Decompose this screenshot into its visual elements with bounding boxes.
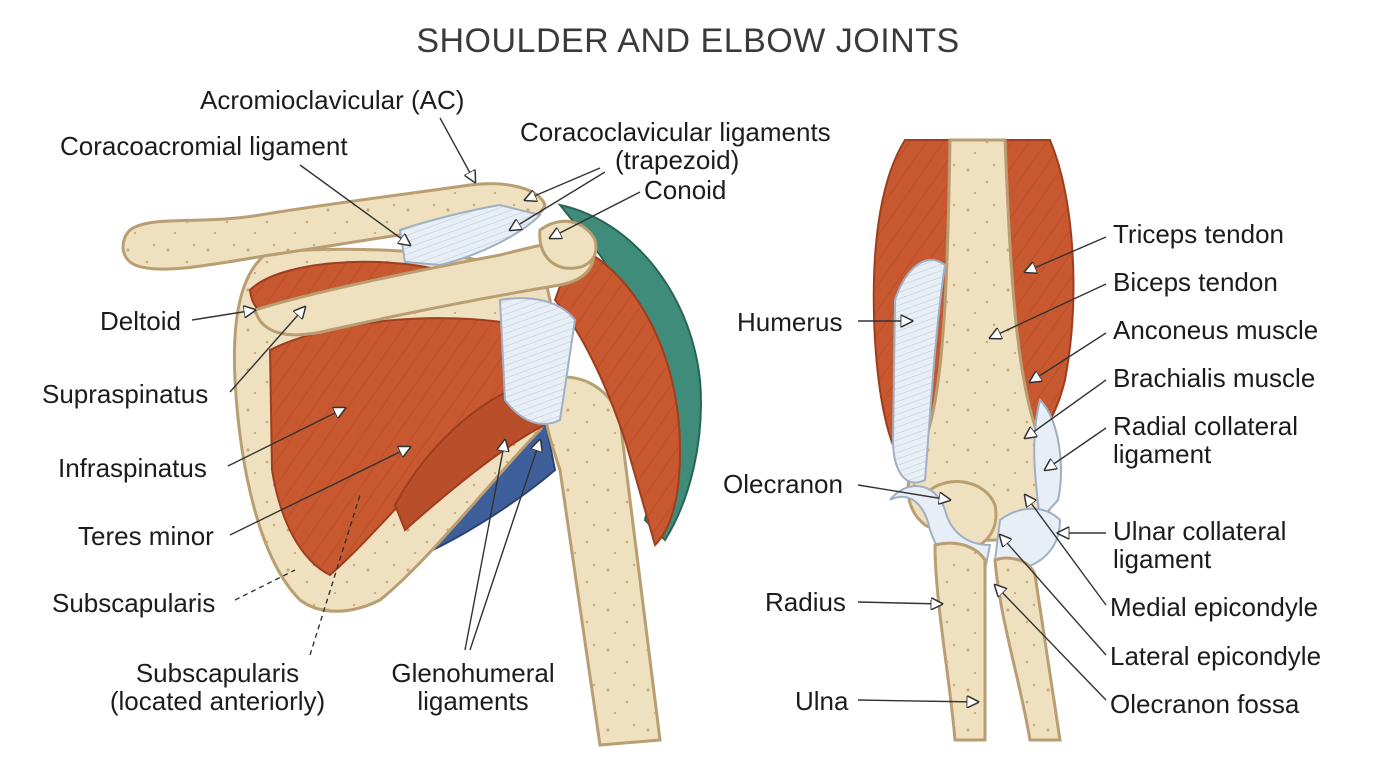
label-radial-collateral-line2: ligament [1113,439,1212,469]
label-infraspinatus: Infraspinatus [58,453,207,483]
label-subscapularis-anterior-line2: (located anteriorly) [109,686,326,716]
label-subscapularis-anterior-line1: Subscapularis [135,658,300,688]
label-coracoclavicular-ligaments: Coracoclavicular ligaments [520,117,831,147]
label-supraspinatus: Supraspinatus [42,379,209,409]
label-coracoacromial-ligament: Coracoacromial ligament [60,131,348,161]
label-medial-epicondyle: Medial epicondyle [1110,592,1319,622]
elbow-leader-lines [857,236,1107,702]
shoulder-illustration [121,182,702,747]
acromion-shape [253,239,595,337]
radial-collateral-shape [1033,398,1062,523]
label-subscapularis: Subscapularis [52,588,216,618]
label-olecranon-fossa: Olecranon fossa [1110,689,1300,719]
label-ulna: Ulna [795,686,849,716]
label-ulnar-collateral-ligament: Ulnar collateral ligament [1113,517,1286,573]
elbow-illustration [872,138,1075,742]
label-ulnar-collateral-line1: Ulnar collateral [1113,516,1287,546]
shoulder-leader-lines [191,117,641,656]
label-subscapularis-anterior: Subscapularis (located anteriorly) [90,659,345,715]
label-glenohumeral-line2: ligaments [417,686,529,716]
label-anconeus-muscle: Anconeus muscle [1113,315,1319,345]
label-ulnar-collateral-line2: ligament [1113,544,1212,574]
label-radial-collateral-line1: Radial collateral [1113,411,1298,441]
label-glenohumeral-line1: Glenohumeral [391,658,555,688]
label-radial-collateral-ligament: Radial collateral ligament [1113,412,1298,468]
label-olecranon: Olecranon [723,469,843,499]
label-triceps-tendon: Triceps tendon [1113,219,1285,249]
label-acromioclavicular: Acromioclavicular (AC) [200,85,465,115]
label-conoid: Conoid [644,175,727,205]
label-coracoclavicular-trapezoid: (trapezoid) [615,145,740,175]
page-title: SHOULDER AND ELBOW JOINTS [416,22,960,60]
label-teres-minor: Teres minor [78,521,214,551]
label-biceps-tendon: Biceps tendon [1113,267,1278,297]
label-glenohumeral-ligaments: Glenohumeral ligaments [378,659,568,715]
label-deltoid: Deltoid [100,306,181,336]
label-lateral-epicondyle: Lateral epicondyle [1110,641,1322,671]
label-brachialis-muscle: Brachialis muscle [1113,363,1316,393]
label-radius: Radius [765,587,846,617]
label-humerus: Humerus [737,307,843,337]
